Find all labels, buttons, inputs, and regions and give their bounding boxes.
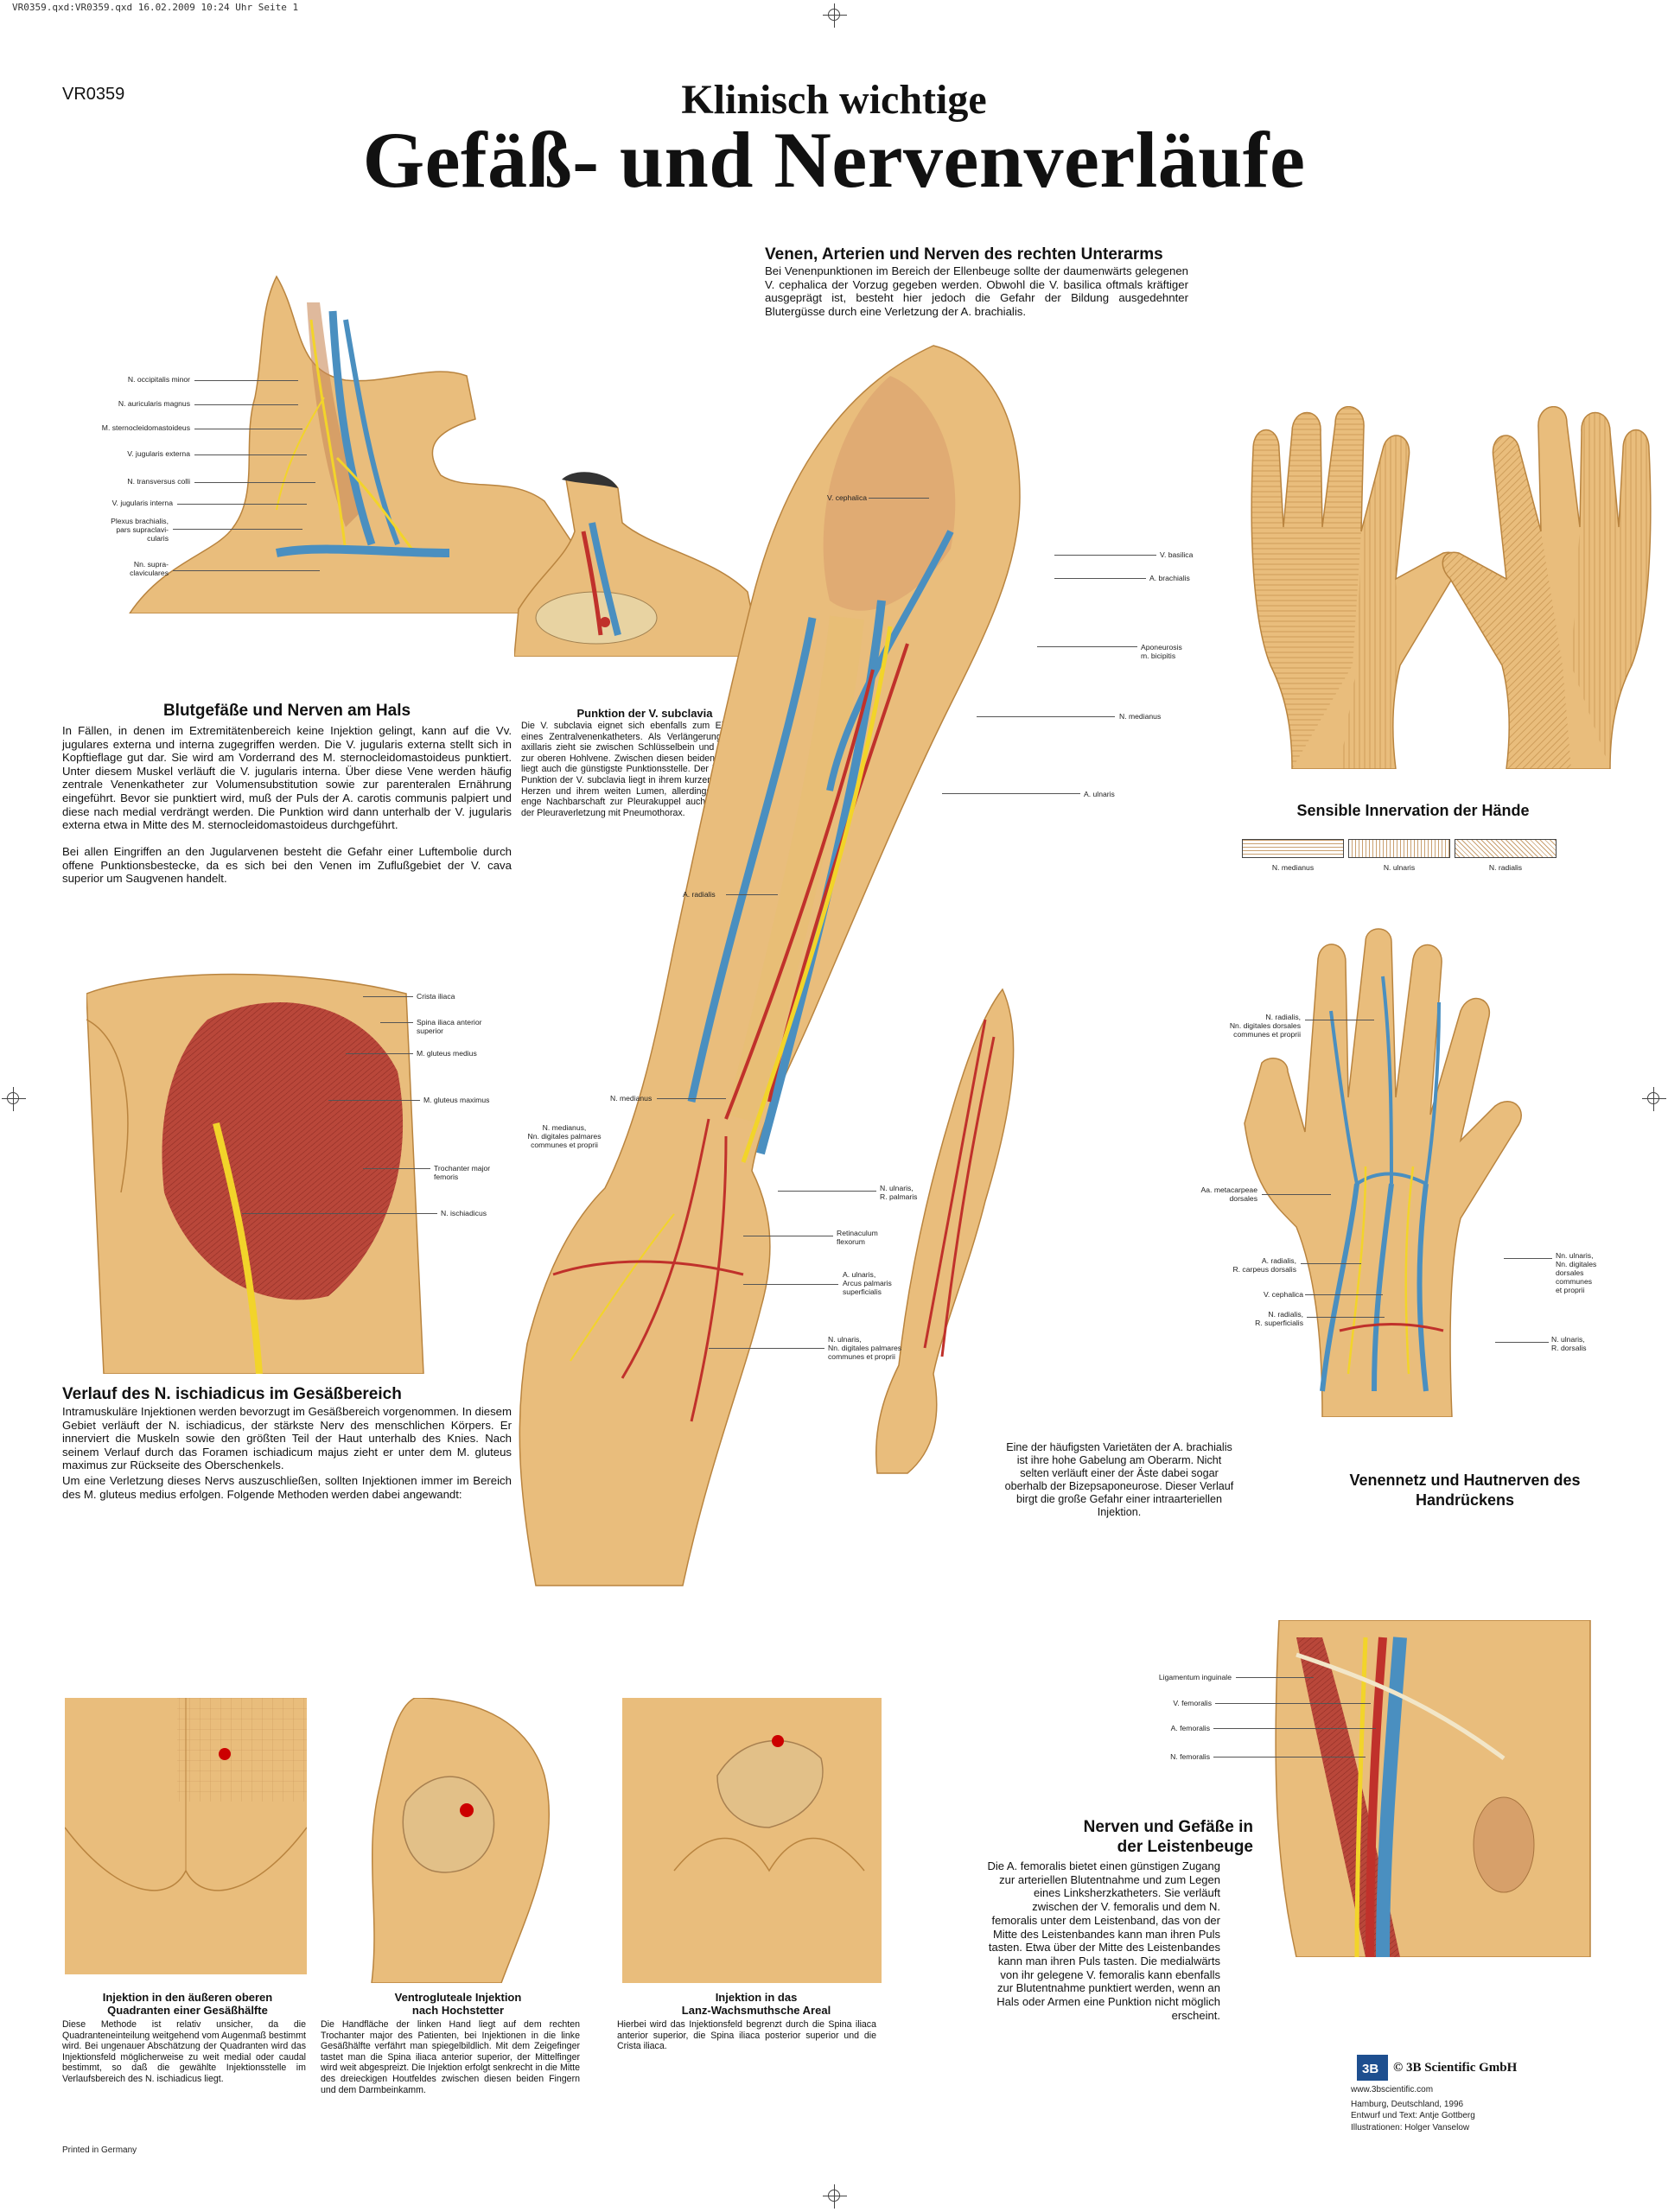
neck-label: N. occipitalis minor	[127, 375, 190, 384]
neck-label: N. auricularis magnus	[118, 399, 190, 408]
neck-label: V. jugularis interna	[111, 499, 173, 507]
neck-label: M. sternocleidomastoideus	[101, 423, 190, 432]
title-line-1: Klinisch wichtige	[681, 77, 987, 123]
legend-swatch-medianus	[1242, 839, 1344, 858]
forearm-text: Bei Venenpunktionen im Bereich der Ellen…	[765, 264, 1188, 318]
groin-heading: Nerven und Gefäße in der Leistenbeuge	[1083, 1818, 1253, 1856]
gluteal-illustration	[86, 973, 424, 1374]
footer-place: Hamburg, Deutschland, 1996	[1351, 2100, 1464, 2109]
gluteal-label: Spina iliaca anterior superior	[417, 1018, 482, 1035]
forearm-label: A. brachialis	[1149, 574, 1190, 582]
neck-heading: Blutgefäße und Nerven am Hals	[162, 702, 411, 720]
injection-text: Diese Methode ist relativ unsicher, da d…	[62, 2019, 306, 2084]
footer-printed: Printed in Germany	[62, 2145, 137, 2155]
palm-hand-left	[1251, 406, 1461, 769]
subclavia-illustration	[514, 472, 761, 657]
injection-lanz-illustration	[622, 1698, 882, 1983]
footer-url[interactable]: www.3bscientific.com	[1351, 2085, 1434, 2094]
footer-design: Entwurf und Text: Antje Gottberg	[1351, 2111, 1475, 2120]
forearm-label: A. ulnaris	[1084, 790, 1115, 798]
legend-swatch-ulnaris	[1348, 839, 1450, 858]
subclavia-text: Die V. subclavia eignet sich ebenfalls z…	[521, 721, 754, 818]
forearm-label: Retinaculum flexorum	[837, 1229, 878, 1246]
injection-quadrant-illustration	[65, 1698, 307, 1974]
gluteal-label: N. ischiadicus	[441, 1209, 487, 1217]
dorsum-label: N. ulnaris, R. dorsalis	[1551, 1335, 1587, 1352]
forearm-label: A. radialis	[683, 890, 716, 899]
neck-text-2: Bei allen Eingriffen an den Jugularvenen…	[62, 845, 512, 886]
product-code: VR0359	[62, 85, 125, 104]
gluteal-text: Intramuskuläre Injektionen werden bevorz…	[62, 1405, 512, 1472]
forearm-label: V. cephalica	[827, 493, 868, 502]
dorsal-hand-right	[1442, 406, 1652, 769]
forearm-heading: Venen, Arterien und Nerven des rechten U…	[765, 245, 1163, 264]
forearm-label: N. ulnaris, Nn. digitales palmares commu…	[828, 1335, 902, 1361]
legend-label: N. ulnaris	[1383, 863, 1416, 872]
neck-label: Nn. supra- claviculares	[130, 560, 169, 577]
registration-mark	[1642, 1087, 1666, 1111]
injection-text: Die Handfläche der linken Hand liegt auf…	[321, 2019, 580, 2095]
gluteal-label: Crista iliaca	[417, 992, 455, 1001]
groin-label: A. femoralis	[1170, 1724, 1210, 1732]
dorsum-label: N. radialis, R. superficialis	[1255, 1310, 1303, 1327]
page-title: Gefäß- und Nervenverläufe	[362, 116, 1306, 204]
variant-text: Eine der häufigsten Varietäten der A. br…	[1004, 1441, 1234, 1518]
forearm-label: V. basilica	[1160, 550, 1194, 559]
dorsum-label: Aa. metacarpeae dorsales	[1200, 1185, 1257, 1203]
injection-heading: Injektion in das Lanz-Wachsmuthsche Area…	[681, 1991, 831, 2017]
dorsum-hand-illustration	[1244, 928, 1522, 1417]
groin-illustration	[1275, 1620, 1591, 1957]
neck-label: Plexus brachialis, pars supraclavi- cula…	[111, 517, 169, 543]
registration-mark	[823, 2184, 847, 2209]
forearm-label: N. ulnaris, R. palmaris	[880, 1184, 918, 1201]
gluteal-label: Trochanter major femoris	[434, 1164, 491, 1181]
forearm-label: Aponeurosis m. bicipitis	[1141, 643, 1182, 660]
groin-label: N. femoralis	[1170, 1752, 1210, 1761]
dorsum-label: A. radialis, R. carpeus dorsalis	[1232, 1256, 1296, 1274]
registration-mark	[823, 3, 847, 28]
forearm-label: N. medianus	[610, 1094, 653, 1103]
legend-label: N. radialis	[1488, 863, 1523, 872]
hands-heading: Sensible Innervation der Hände	[1296, 802, 1530, 819]
forearm-label: N. medianus, Nn. digitales palmares comm…	[527, 1123, 602, 1149]
footer-illustrations: Illustrationen: Holger Vanselow	[1351, 2123, 1470, 2133]
neck-text: In Fällen, in denen im Extremitätenberei…	[62, 724, 512, 832]
neck-label: N. transversus colli	[127, 477, 190, 486]
subclavia-heading: Punktion der V. subclavia	[576, 707, 713, 720]
gluteal-label: M. gluteus maximus	[423, 1096, 490, 1104]
3b-logo-icon: 3B	[1357, 2055, 1388, 2081]
forearm-label: A. ulnaris, Arcus palmaris superficialis	[843, 1270, 892, 1296]
forearm-label: N. medianus	[1119, 712, 1162, 721]
legend-label: N. medianus	[1271, 863, 1315, 872]
injection-hochstetter-illustration	[371, 1698, 551, 1983]
dorsum-heading: Venennetz und Hautnerven des Handrückens	[1349, 1471, 1581, 1509]
print-header: VR0359.qxd:VR0359.qxd 16.02.2009 10:24 U…	[12, 2, 299, 13]
dorsum-label: Nn. ulnaris, Nn. digitales dorsales comm…	[1556, 1251, 1597, 1294]
legend-swatch-radialis	[1455, 839, 1557, 858]
groin-text: Die A. femoralis bietet einen günstigen …	[987, 1859, 1220, 2022]
gluteal-heading: Verlauf des N. ischiadicus im Gesäßberei…	[62, 1385, 402, 1403]
gluteal-label: M. gluteus medius	[417, 1049, 477, 1058]
dorsum-label: V. cephalica	[1263, 1290, 1303, 1299]
groin-label: Ligamentum inguinale	[1158, 1673, 1232, 1681]
registration-mark	[2, 1087, 26, 1111]
injection-text: Hierbei wird das Injektionsfeld begrenzt…	[617, 2019, 876, 2052]
injection-heading: Injektion in den äußeren oberen Quadrant…	[102, 1991, 273, 2017]
arm-variant-illustration	[875, 988, 1015, 1474]
groin-label: V. femoralis	[1173, 1699, 1212, 1707]
svg-text:3B: 3B	[1362, 2062, 1378, 2076]
neck-label: V. jugularis externa	[127, 449, 190, 458]
gluteal-text-2: Um eine Verletzung dieses Nervs auszusch…	[62, 1474, 512, 1501]
dorsum-label: N. radialis, Nn. digitales dorsales comm…	[1229, 1013, 1301, 1039]
forearm-illustration	[519, 345, 1021, 1586]
footer-brand: © 3B Scientific GmbH	[1393, 2061, 1518, 2075]
injection-heading: Ventrogluteale Injektion nach Hochstette…	[394, 1991, 522, 2017]
